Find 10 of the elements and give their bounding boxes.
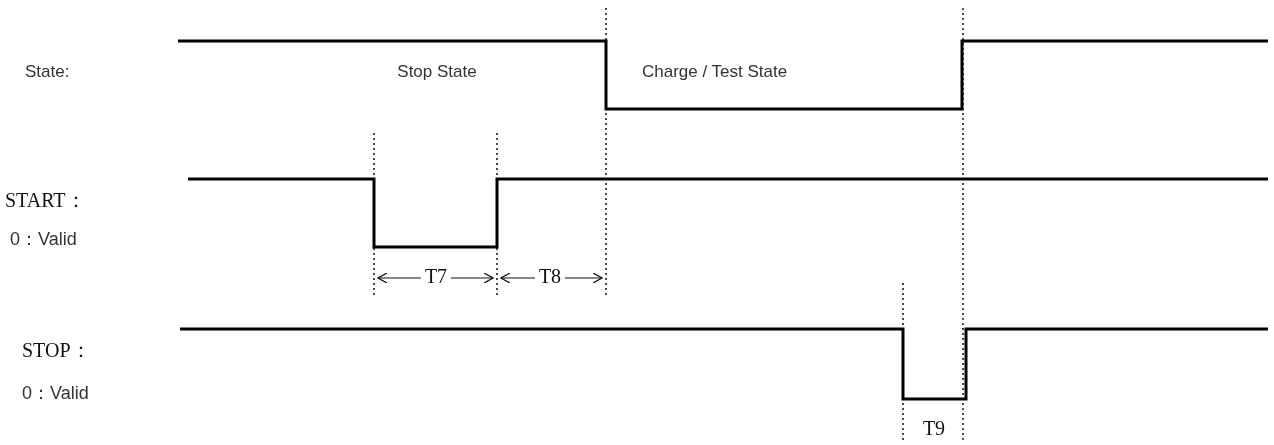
timing-label: T9 <box>922 418 946 438</box>
signal-note: 0：Valid <box>10 230 77 248</box>
timing-label: T8 <box>534 266 566 286</box>
signal-name: STOP： <box>22 340 91 360</box>
state-label: Stop State <box>397 63 477 80</box>
signal-note: 0：Valid <box>22 384 89 402</box>
timing-label: T7 <box>420 266 452 286</box>
signal-name: State: <box>25 63 70 80</box>
state-label: Charge / Test State <box>642 63 788 80</box>
signal-name: START： <box>5 190 86 210</box>
